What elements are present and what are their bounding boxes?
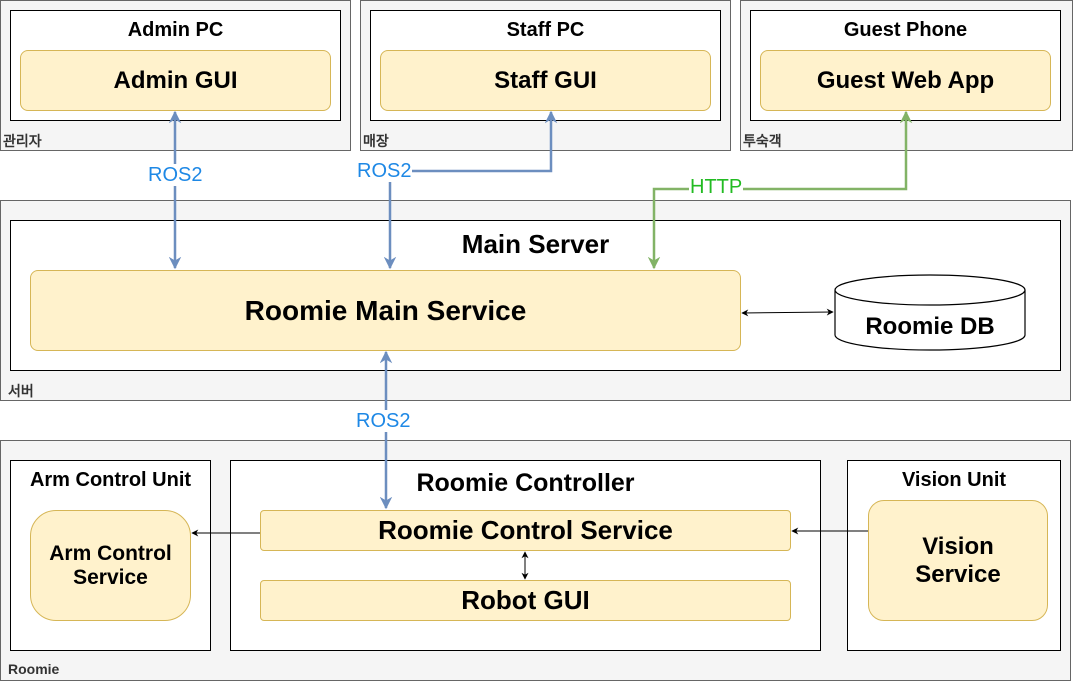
zone-admin-label: 관리자 <box>3 133 42 149</box>
robot-gui-service: Robot GUI <box>260 580 791 621</box>
guest-phone-title: Guest Phone <box>843 19 968 41</box>
vision-unit-title: Vision Unit <box>901 469 1007 491</box>
roomie-db-label: Roomie DB <box>865 313 995 340</box>
zone-robot-label: Roomie <box>8 661 60 677</box>
staff-gui-service: Staff GUI <box>380 50 711 111</box>
edge-label-admin-ros2: ROS2 <box>147 164 204 186</box>
zone-server-label: 서버 <box>8 383 34 399</box>
zone-store-label: 매장 <box>363 133 389 149</box>
staff-pc-title: Staff PC <box>506 19 585 41</box>
vision-service: Vision Service <box>868 500 1048 621</box>
zone-guest-label: 투숙객 <box>743 133 782 149</box>
main-server-title: Main Server <box>461 229 610 259</box>
guest-web-app-service: Guest Web App <box>760 50 1051 111</box>
controller-title: Roomie Controller <box>416 469 635 497</box>
roomie-main-service: Roomie Main Service <box>30 270 741 351</box>
arm-unit-title: Arm Control Unit <box>29 469 192 491</box>
arm-control-service: Arm Control Service <box>30 510 191 621</box>
edge-label-guest-http: HTTP <box>689 176 744 198</box>
admin-gui-service: Admin GUI <box>20 50 331 111</box>
edge-label-staff-ros2: ROS2 <box>356 160 413 182</box>
roomie-control-service: Roomie Control Service <box>260 510 791 551</box>
admin-pc-title: Admin PC <box>127 19 224 41</box>
edge-label-main-ros2: ROS2 <box>355 410 412 432</box>
